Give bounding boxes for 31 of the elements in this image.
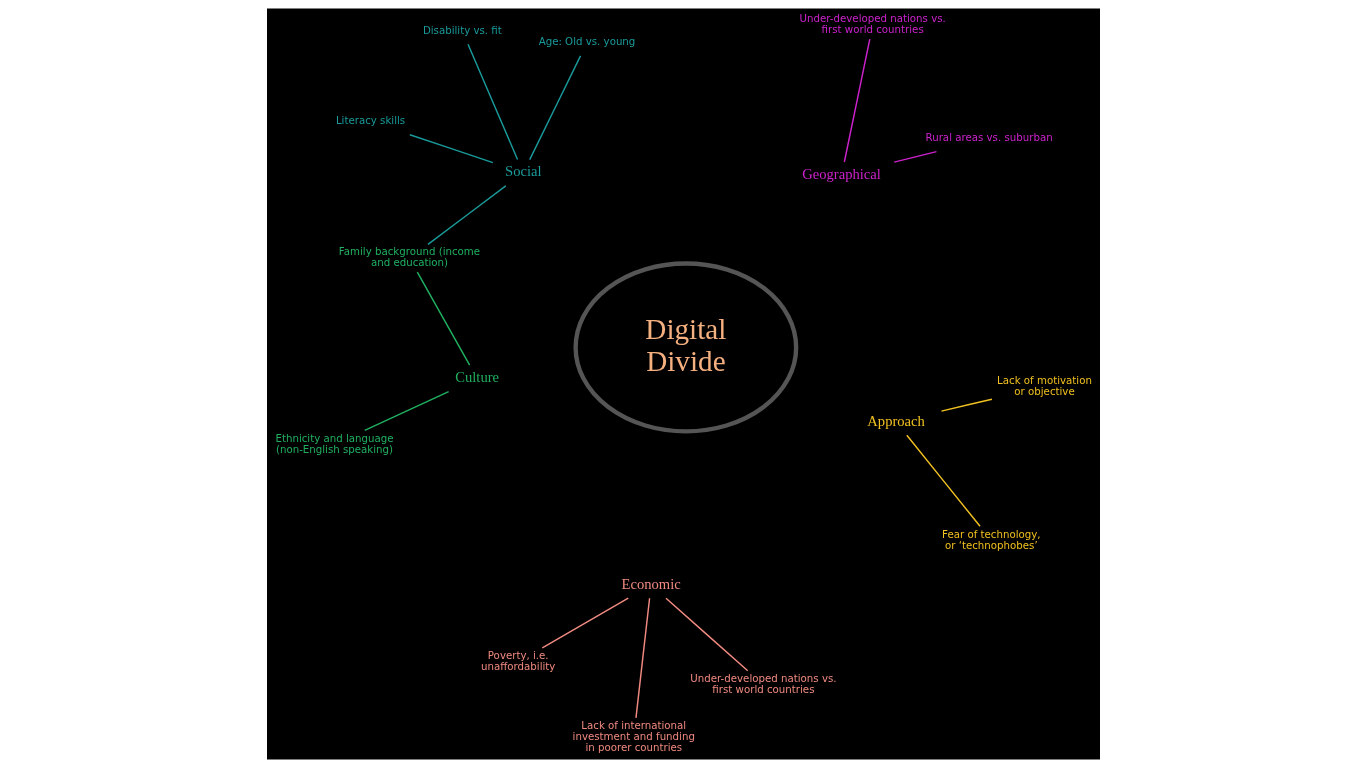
node-text: Ethnicity and language (non-English speaking): [275, 432, 394, 455]
connector: [634, 597, 650, 719]
connector: [363, 390, 449, 432]
node-text: Geographical: [801, 165, 881, 182]
node-text: Age: Old vs. young: [538, 36, 635, 48]
node-text: Family background (income and education): [338, 246, 480, 269]
connector: [416, 271, 470, 366]
node-text: Lack of international investment and funding in poorer countries: [572, 720, 695, 753]
node-text: Poverty, i.e. unaffordability: [480, 650, 555, 673]
connector: [893, 150, 937, 163]
connector: [843, 38, 870, 163]
connector: [905, 434, 981, 528]
connector: [466, 43, 518, 161]
node-text: Rural areas vs. suburban: [925, 132, 1053, 144]
node-text: Literacy skills: [335, 115, 405, 127]
node-text: Lack of motivation or objective: [996, 375, 1092, 397]
node-text: Social: [504, 163, 542, 180]
connector: [426, 185, 506, 246]
connector: [664, 597, 748, 672]
node-text: Approach: [866, 412, 925, 429]
connector: [408, 134, 494, 164]
node-text: Disability vs. fit: [422, 24, 502, 36]
node-text: Fear of technology, or ‘technophobes’: [941, 528, 1041, 551]
node-text: Culture: [454, 369, 499, 385]
node-text: Under-developed nations vs. first world countries: [799, 13, 946, 36]
connector: [528, 55, 581, 161]
connector: [940, 398, 993, 412]
node-ellipse: Digital Divide: [572, 261, 798, 434]
node-text: Under-developed nations vs. first world countries: [689, 672, 837, 695]
node-text: Economic: [621, 575, 681, 592]
connector: [541, 597, 629, 649]
